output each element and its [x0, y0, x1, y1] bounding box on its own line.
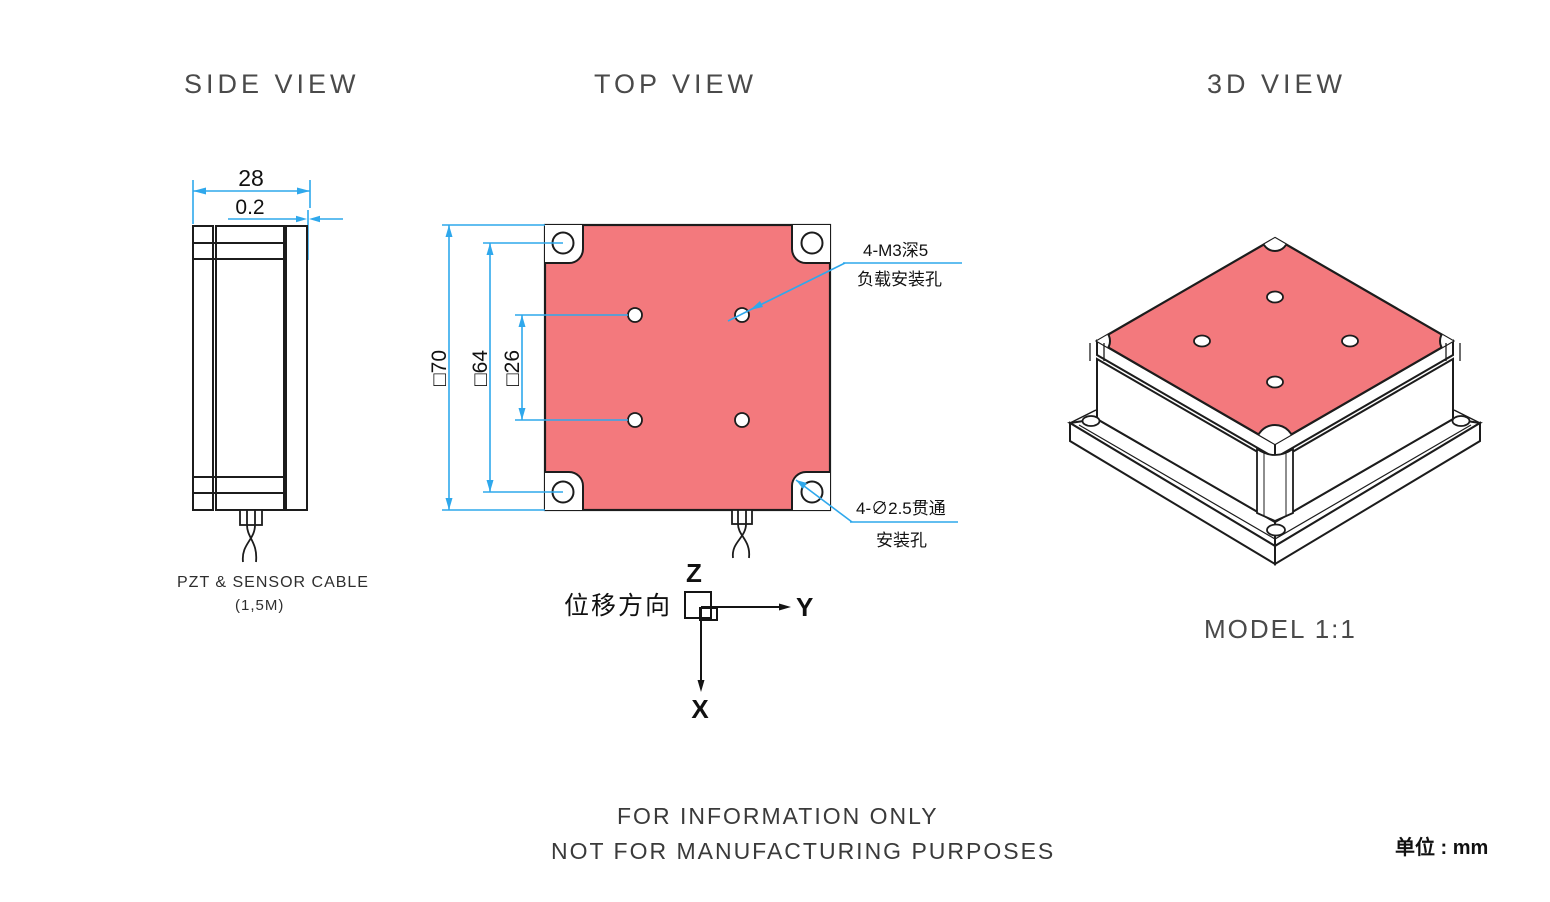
footer-note-line2: NOT FOR MANUFACTURING PURPOSES: [551, 838, 1056, 864]
corner-groove-lines: [1089, 343, 1461, 361]
dim-26-label: □26: [501, 350, 524, 386]
base-flange: [1067, 409, 1483, 566]
dim-64-label: □64: [469, 350, 492, 386]
callout-through-line2: 安装孔: [876, 531, 927, 550]
side-view-title: SIDE VIEW: [184, 69, 360, 99]
cable-label-line1: PZT & SENSOR CABLE: [177, 574, 369, 591]
displacement-direction-label: 位移方向: [564, 592, 672, 620]
dim-0-2-label: 0.2: [235, 196, 264, 219]
front-corner-channel: [1256, 447, 1294, 522]
axes-symbol: [684, 591, 782, 683]
side-view-drawing: 28 0.2: [192, 165, 343, 563]
three-d-view-drawing: [1067, 236, 1483, 566]
side-view-cable: [239, 509, 263, 563]
cable-label-line2: (1,5M): [235, 597, 285, 614]
side-view-dimension-arrows: [193, 187, 320, 223]
dim-28-label: 28: [238, 165, 264, 191]
axes-labels: Z Y X: [686, 558, 813, 724]
three-d-top-holes: [1193, 290, 1359, 389]
callout-load-line1: 4-M3深5: [863, 241, 929, 260]
footer-note-line1: FOR INFORMATION ONLY: [617, 803, 939, 829]
top-view-dimension-arrows: [445, 225, 807, 510]
three-d-view-title: 3D VIEW: [1207, 69, 1347, 99]
dim-70-label: □70: [430, 350, 451, 386]
top-view-dimension-lines: [442, 224, 962, 523]
axis-x-label: X: [691, 694, 709, 724]
axis-z-label: Z: [686, 558, 702, 588]
top-plate-face: [543, 223, 832, 512]
flange-lug-holes: [1081, 415, 1471, 537]
unit-label: 单位 : mm: [1395, 837, 1489, 859]
side-view-dimension-texts: 28 0.2: [235, 165, 264, 219]
axis-y-label: Y: [796, 592, 813, 622]
side-view-body: [192, 225, 308, 511]
callout-through-line1: 4-∅2.5贯通: [856, 499, 946, 518]
top-view-dimension-texts: □70 □64 □26: [430, 350, 524, 386]
top-view-cable: [731, 509, 753, 559]
callout-load-line2: 负载安装孔: [857, 270, 942, 289]
axes-arrows: [697, 603, 791, 692]
model-scale-label: MODEL 1:1: [1204, 614, 1357, 644]
stage-body: [1096, 357, 1454, 524]
top-view-title: TOP VIEW: [594, 69, 758, 99]
top-view-drawing: □70 □64 □26 Z Y X 位移方向: [430, 223, 962, 724]
